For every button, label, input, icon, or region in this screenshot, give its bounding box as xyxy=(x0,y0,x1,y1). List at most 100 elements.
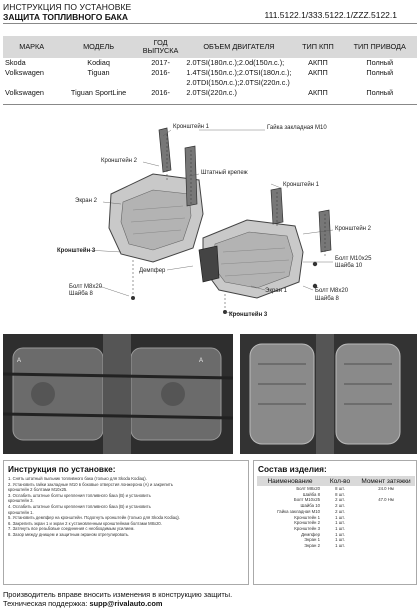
cell-brand: Skoda xyxy=(5,58,26,67)
svg-text:A: A xyxy=(17,358,21,364)
label-bolt-m8-left: Болт М8х20 xyxy=(69,284,103,290)
document-header: ИНСТРУКЦИЯ ПО УСТАНОВКЕ ЗАЩИТА ТОПЛИВНОГ… xyxy=(3,2,417,22)
col-year: ГОД ВЫПУСКА xyxy=(136,36,185,58)
cell-drive: Полный xyxy=(366,68,394,77)
cell-name: Болт М10х25 xyxy=(293,497,320,503)
col-gearbox: ТИП КПП xyxy=(293,36,343,58)
table-row: Гайка закладная М10 2 шт. xyxy=(257,509,415,515)
support-email-link[interactable]: supp@rivalauto.com xyxy=(89,599,163,608)
label-bracket-2-right: Кронштейн 2 xyxy=(335,226,371,232)
cell-engine: 2.0TDI(150л.с.);2.0TSI(220л.с.) xyxy=(186,78,290,87)
instruction-step: кронштейн 1. xyxy=(8,509,34,515)
label-shield-1: Экран 1 xyxy=(265,288,287,294)
cell-torque: 24.0 Нм xyxy=(378,486,394,491)
label-damper: Демпфер xyxy=(139,268,166,274)
cell-drive: Полный xyxy=(366,58,394,67)
label-shield-2: Экран 2 xyxy=(75,198,97,204)
label-bracket-1-top: Кронштейн 1 xyxy=(173,124,209,130)
product-codes: 111.5122.1/333.5122.1/ZZZ.5122.1 xyxy=(264,10,397,20)
underbody-photo-after xyxy=(240,334,417,454)
label-bracket-1-right: Кронштейн 1 xyxy=(283,182,319,188)
cell-year: 2017- xyxy=(151,58,170,67)
col-qty: Кол-во xyxy=(323,476,357,486)
vehicle-table-header: МАРКА МОДЕЛЬ ГОД ВЫПУСКА ОБЪЕМ ДВИГАТЕЛЯ… xyxy=(3,36,417,58)
components-header: Наименование Кол-во Момент затяжки xyxy=(257,476,415,486)
col-name: Наименование xyxy=(257,476,323,486)
cell-model xyxy=(60,78,136,88)
cell-qty: 1 шт. xyxy=(335,525,345,531)
cell-name: Кронштейн 1 xyxy=(294,514,320,520)
cell-name: Шайба 10 xyxy=(300,503,320,509)
doc-title-line1: ИНСТРУКЦИЯ ПО УСТАНОВКЕ xyxy=(3,2,132,12)
cell-qty: 1 шт. xyxy=(335,537,345,543)
label-bracket-2-left: Кронштейн 2 xyxy=(101,158,137,164)
cell-engine: 2.0TSI(180л.с.);2.0d(150л.с.); xyxy=(186,58,285,67)
cell-qty: 1 шт. xyxy=(335,531,345,537)
cell-qty: 1 шт. xyxy=(335,514,345,520)
cell-name: Кронштейн 3 xyxy=(294,525,320,531)
vehicle-table: МАРКА МОДЕЛЬ ГОД ВЫПУСКА ОБЪЕМ ДВИГАТЕЛЯ… xyxy=(3,36,417,98)
cell-year: 2016- xyxy=(151,68,170,77)
col-brand: МАРКА xyxy=(3,36,61,58)
cell-gearbox: АКПП xyxy=(308,58,328,67)
label-bracket-3-bottom: Кронштейн 3 xyxy=(229,312,268,318)
cell-qty: 2 шт. xyxy=(335,508,345,514)
support-label: Техническая поддержка: xyxy=(3,599,90,608)
instructions-title: Инструкция по установке: xyxy=(8,464,116,474)
label-weld-nut: Гайка закладная М10 xyxy=(267,125,327,131)
instruction-step: 4. Ослабить штатные болты крепления топл… xyxy=(8,503,151,509)
table-row: Экран 2 1 шт. xyxy=(257,543,415,549)
label-washer-10: Шайба 10 xyxy=(335,263,363,269)
label-bracket-3-left: Кронштейн 3 xyxy=(57,248,96,254)
table-divider xyxy=(3,104,417,105)
cell-name: Гайка закладная М10 xyxy=(277,508,320,514)
instruction-step: 3. Ослабить штатные болты крепления топл… xyxy=(8,492,151,498)
table-row: 2.0TDI(150л.с.);2.0TSI(220л.с.) xyxy=(3,78,417,88)
installation-diagram: Кронштейн 1 Гайка закладная М10 Кронштей… xyxy=(3,110,417,330)
table-row: Демпфер 1 шт. xyxy=(257,532,415,538)
cell-year: 2016- xyxy=(151,88,170,97)
cell-drive: Полный xyxy=(366,88,394,97)
cell-model: Tiguan xyxy=(87,68,110,77)
cell-qty: 1 шт. xyxy=(335,543,345,549)
components-table: Наименование Кол-во Момент затяжки Болт … xyxy=(257,476,415,549)
table-row: Volkswagen Tiguan SportLine 2016- 2.0TSI… xyxy=(3,88,417,98)
cell-year xyxy=(137,78,185,88)
table-row: Шайба 10 2 шт. xyxy=(257,503,415,509)
cell-qty: 2 шт. xyxy=(335,503,345,509)
cell-torque: 47.0 Нм xyxy=(378,497,394,503)
components-panel: Состав изделия: Наименование Кол-во Моме… xyxy=(253,460,417,585)
footer: Производитель вправе вносить изменения в… xyxy=(3,590,232,608)
cell-brand: Volkswagen xyxy=(5,88,44,97)
cell-qty: 8 шт. xyxy=(335,486,345,491)
cell-model: Tiguan SportLine xyxy=(70,88,127,97)
label-washer-8-right: Шайба 8 xyxy=(315,296,339,302)
cell-name: Экран 2 xyxy=(304,543,320,549)
instructions-panel: Инструкция по установке: 1. Снять штатны… xyxy=(3,460,249,585)
instructions-list: 1. Снять штатный пыльник топливного бака… xyxy=(4,476,248,538)
instruction-step: 6. Закрепить экран 1 и экран 2 к установ… xyxy=(8,520,162,526)
instruction-step: 5. Установить демпфер на кронштейн. Подо… xyxy=(8,515,180,521)
cell-brand: Volkswagen xyxy=(5,68,44,77)
cell-name: Шайба 8 xyxy=(302,491,320,497)
col-drive: ТИП ПРИВОДА xyxy=(342,36,417,58)
footer-disclaimer: Производитель вправе вносить изменения в… xyxy=(3,590,233,599)
cell-model: Kodiaq xyxy=(87,58,110,67)
cell-engine: 1.4TSI(150л.с.);2.0TSI(180л.с.); xyxy=(186,68,292,77)
col-engine: ОБЪЕМ ДВИГАТЕЛЯ xyxy=(184,36,294,58)
label-bolt-m8-right: Болт М8х20 xyxy=(315,288,349,294)
label-bolt-m10: Болт М10х25 xyxy=(335,256,372,262)
instruction-step: 8. Зазор между днищем и защитным экраном… xyxy=(8,531,130,537)
cell-torque xyxy=(357,543,415,549)
cell-name: Кронштейн 2 xyxy=(294,520,320,526)
cell-drive xyxy=(342,78,417,88)
instruction-step: 1. Снять штатный пыльник топливного бака… xyxy=(8,476,147,481)
cell-gearbox: АКПП xyxy=(308,88,328,97)
cell-name: Демпфер xyxy=(301,531,320,537)
components-title: Состав изделия: xyxy=(258,464,327,474)
cell-gearbox: АКПП xyxy=(308,68,328,77)
cell-engine: 2.0TSI(220л.с.) xyxy=(186,88,237,97)
